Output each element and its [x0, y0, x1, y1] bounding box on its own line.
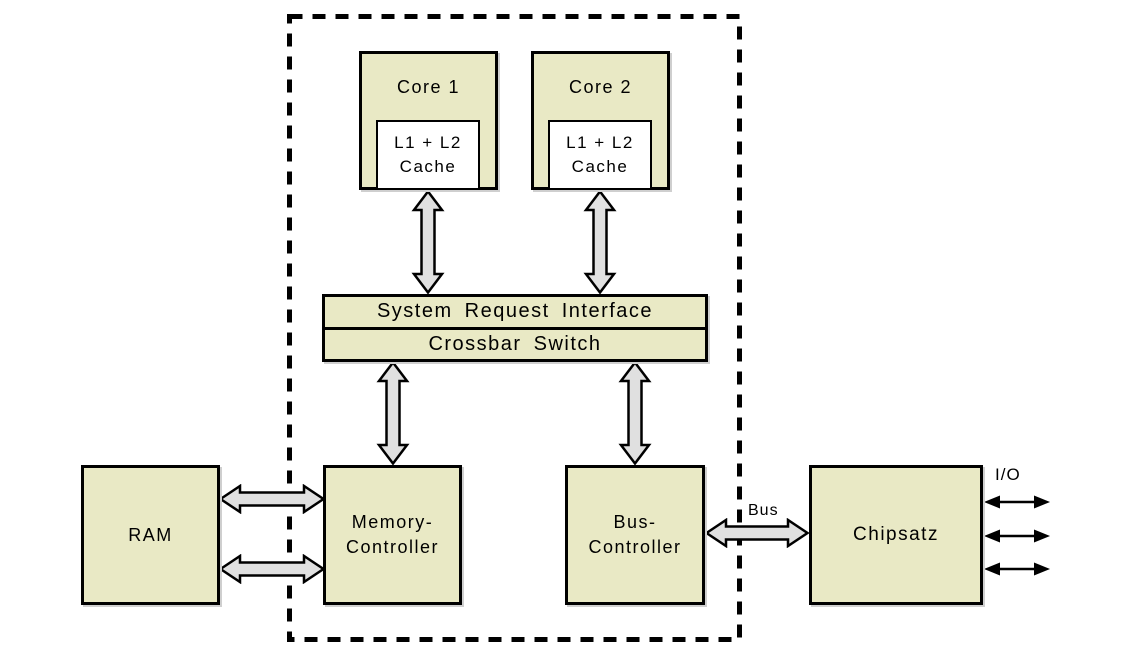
core2-cache-line2: Cache — [571, 157, 629, 176]
memory-controller-line2: Controller — [345, 537, 440, 557]
crossbar-switch-row: Crossbar Switch — [325, 326, 705, 360]
bus-label: Bus — [748, 502, 779, 519]
bus-bidirectional-arrow-icon — [705, 518, 809, 548]
core1-label: Core 1 — [396, 77, 461, 97]
crossbar-switch-label: Crossbar Switch — [428, 332, 602, 355]
ram-memory-bidirectional-arrow-top-icon — [219, 484, 325, 514]
core1-cache-box: L1 + L2 Cache — [376, 120, 480, 190]
system-request-interface-label: System Request Interface — [376, 300, 654, 323]
crossbar-bus-controller-bidirectional-arrow-icon — [618, 361, 652, 465]
bus-controller-line1: Bus- — [613, 512, 657, 532]
chipset-box: Chipsatz — [809, 465, 983, 605]
bus-controller-box: Bus- Controller — [565, 465, 705, 605]
chipset-label: Chipsatz — [853, 524, 939, 545]
ram-box: RAM — [81, 465, 220, 605]
crossbar-memory-controller-bidirectional-arrow-icon — [376, 361, 410, 465]
memory-controller-box: Memory- Controller — [323, 465, 462, 605]
ram-label: RAM — [128, 524, 173, 545]
core1-cache-line1: L1 + L2 — [394, 133, 462, 152]
io-bidirectional-arrow-2-icon — [984, 529, 1050, 543]
sri-crossbar-box: System Request Interface Crossbar Switch — [322, 294, 708, 362]
io-bidirectional-arrow-3-icon — [984, 562, 1050, 576]
memory-controller-line1: Memory- — [351, 512, 434, 532]
io-label: I/O — [995, 465, 1021, 484]
core1-cache-line2: Cache — [399, 157, 457, 176]
io-bidirectional-arrow-1-icon — [984, 495, 1050, 509]
system-request-interface-row: System Request Interface — [325, 297, 705, 327]
core2-cache-box: L1 + L2 Cache — [548, 120, 652, 190]
core1-sri-bidirectional-arrow-icon — [411, 190, 445, 294]
bus-controller-line2: Controller — [588, 537, 682, 557]
cpu-package-boundary — [287, 14, 742, 642]
core2-cache-line1: L1 + L2 — [566, 133, 634, 152]
core2-sri-bidirectional-arrow-icon — [583, 190, 617, 294]
ram-memory-bidirectional-arrow-bottom-icon — [219, 554, 325, 584]
core2-label: Core 2 — [568, 77, 633, 97]
